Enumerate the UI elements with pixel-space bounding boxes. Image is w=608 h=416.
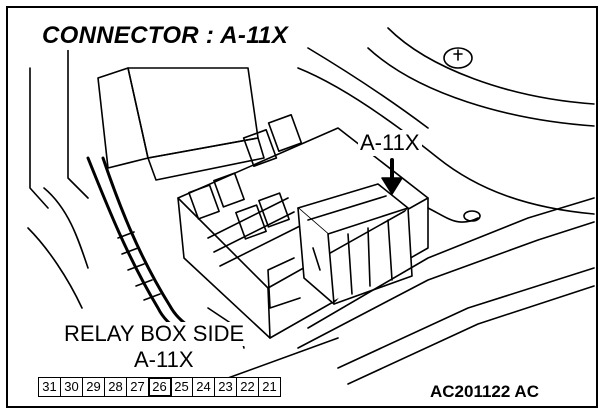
pin-cell: 25 xyxy=(171,378,193,396)
diagram-frame: CONNECTOR : A-11X A-11X RELAY BOX SIDE A… xyxy=(6,6,598,408)
pin-cell: 30 xyxy=(61,378,83,396)
pin-cell: 27 xyxy=(127,378,149,396)
pin-cell: 23 xyxy=(215,378,237,396)
pin-cell: 21 xyxy=(262,379,277,394)
pin-cell-highlighted: 26 xyxy=(148,377,172,397)
relay-box-side-label: RELAY BOX SIDE xyxy=(60,322,249,346)
pin-cell: 22 xyxy=(237,378,259,396)
figure-code: AC201122 AC xyxy=(428,382,541,402)
connector-pin-row: 31 30 29 28 27 26 25 24 23 22 21 xyxy=(38,377,281,397)
arrow-down-icon xyxy=(381,177,403,195)
pin-cell: 24 xyxy=(193,378,215,396)
connector-title: CONNECTOR : A-11X xyxy=(38,22,293,50)
relay-box-side-connector-label: A-11X xyxy=(130,348,198,372)
connector-callout-label: A-11X xyxy=(358,130,422,156)
pin-cell: 28 xyxy=(105,378,127,396)
pin-cell: 31 xyxy=(39,378,61,396)
engine-compartment-illustration xyxy=(27,27,595,385)
pin-cell: 29 xyxy=(83,378,105,396)
